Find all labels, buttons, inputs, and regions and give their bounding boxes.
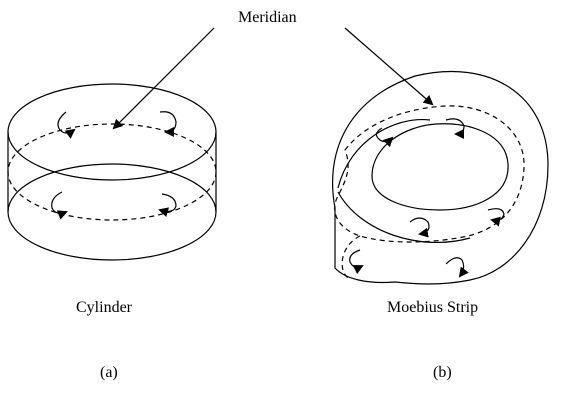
moebius-twist-lower bbox=[338, 192, 470, 242]
moebius-outer-edge bbox=[333, 71, 548, 284]
cylinder-orientation-arrow-bottom-right bbox=[158, 194, 176, 218]
cylinder-orientation-arrow-top-left bbox=[58, 112, 76, 139]
cylinder-bottom-rim-front bbox=[8, 212, 216, 260]
subfigure-b-tag: (b) bbox=[433, 364, 452, 381]
cylinder bbox=[8, 84, 216, 260]
meridian-label: Meridian bbox=[238, 9, 297, 26]
moebius-orientation-arrow-lower-left bbox=[350, 250, 364, 275]
cylinder-orientation-arrow-bottom-left bbox=[52, 192, 68, 220]
cylinder-top-rim bbox=[8, 84, 216, 180]
meridian-pointer-left bbox=[112, 28, 214, 130]
moebius-orientation-arrow-middle-right bbox=[488, 209, 504, 227]
moebius-orientation-arrow-middle-left bbox=[410, 218, 429, 238]
moebius-meridian bbox=[335, 106, 524, 242]
moebius-meridian-left bbox=[342, 236, 360, 278]
moebius-caption: Moebius Strip bbox=[387, 299, 479, 316]
cylinder-caption: Cylinder bbox=[76, 299, 132, 316]
moebius-inner-hole bbox=[372, 124, 508, 210]
cylinder-inner-rim-back bbox=[8, 164, 216, 212]
subfigure-a-tag: (a) bbox=[100, 364, 118, 381]
moebius-orientation-arrow-upper-left bbox=[376, 128, 394, 148]
cylinder-orientation-arrow-top-right bbox=[160, 112, 176, 137]
moebius-strip bbox=[333, 71, 548, 284]
cylinder-meridian bbox=[8, 124, 216, 220]
meridian-pointers bbox=[112, 28, 434, 130]
meridian-pointer-right bbox=[345, 28, 434, 106]
moebius-orientation-arrow-lower-right bbox=[446, 258, 469, 278]
moebius-orientation-arrow-upper-right bbox=[446, 119, 464, 139]
moebius-twist-upper bbox=[338, 120, 430, 188]
